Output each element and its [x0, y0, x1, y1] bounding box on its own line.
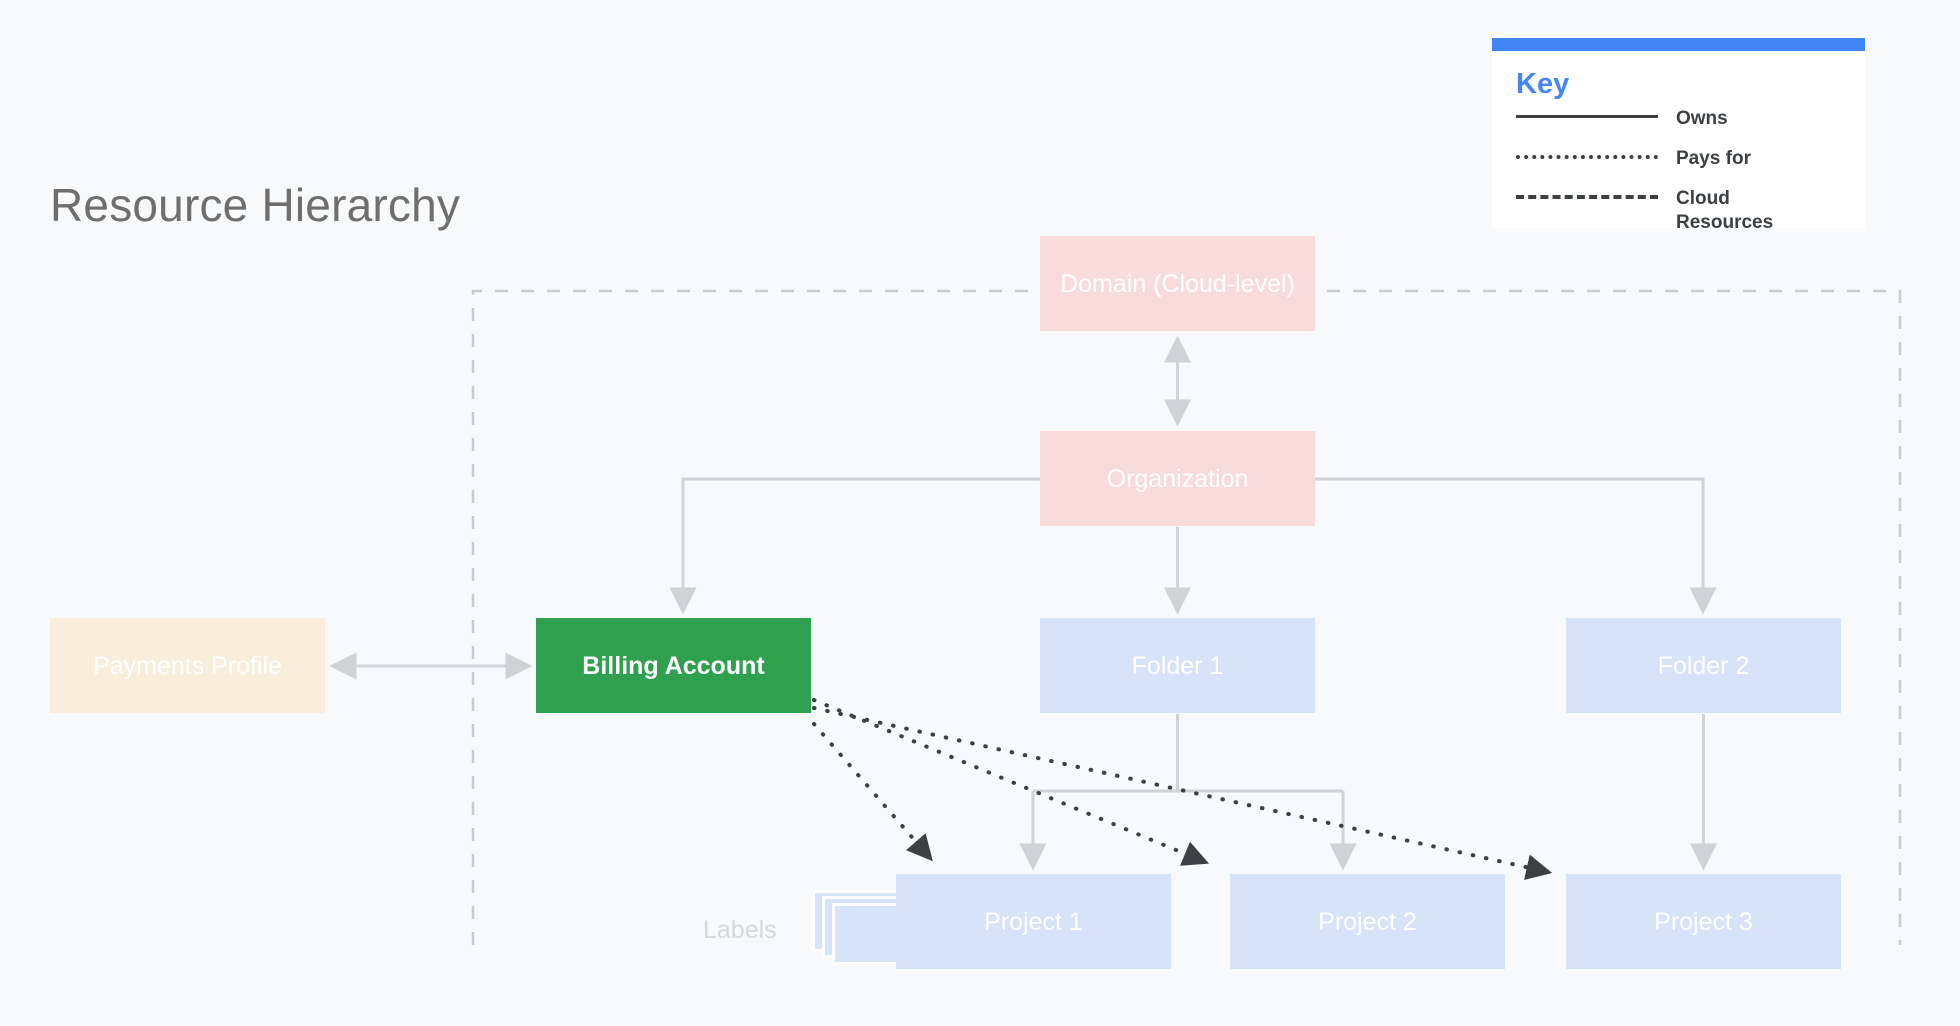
node-payments-profile[interactable]: Payments Profile: [50, 618, 325, 713]
node-billing-account[interactable]: Billing Account: [536, 618, 811, 713]
node-label-folder-2: Folder 2: [1657, 651, 1750, 680]
node-project-1[interactable]: Project 1: [896, 874, 1171, 969]
edge-billing-project3: [812, 706, 1553, 880]
edge-billing-project1: [812, 722, 933, 862]
edge-folder1-projects: [1019, 714, 1357, 871]
node-domain[interactable]: Domain (Cloud-level): [1040, 236, 1315, 331]
node-label-billing-account: Billing Account: [582, 651, 765, 680]
legend-row-pays-for: Pays for: [1516, 147, 1841, 179]
solid-line-icon: [1516, 107, 1658, 127]
node-label-project-3: Project 3: [1654, 907, 1753, 936]
node-label-organization: Organization: [1106, 464, 1249, 493]
node-label-project-1: Project 1: [984, 907, 1083, 936]
legend-body: Key Owns Pays for Cloud Resources: [1492, 51, 1865, 247]
legend-accent-bar: [1492, 38, 1865, 51]
node-project-2[interactable]: Project 2: [1230, 874, 1505, 969]
page-title: Resource Hierarchy: [50, 179, 461, 231]
edge-organization-folder2: [1315, 477, 1717, 615]
dashed-line-icon: [1516, 187, 1658, 207]
node-folder-2[interactable]: Folder 2: [1566, 618, 1841, 713]
edge-organization-billing-account: [669, 477, 1040, 615]
node-label-payments-profile: Payments Profile: [93, 651, 282, 680]
legend-key: Key Owns Pays for Cloud Resources: [1492, 38, 1865, 233]
node-folder-1[interactable]: Folder 1: [1040, 618, 1315, 713]
labels-caption: Labels: [703, 916, 777, 944]
node-organization[interactable]: Organization: [1040, 431, 1315, 526]
node-label-project-2: Project 2: [1318, 907, 1417, 936]
edge-billing-project2: [812, 698, 1210, 866]
legend-label-owns: Owns: [1676, 108, 1728, 130]
node-label-folder-1: Folder 1: [1131, 651, 1224, 680]
legend-label-pays-for: Pays for: [1676, 148, 1751, 170]
dotted-line-icon: [1516, 147, 1658, 167]
legend-row-owns: Owns: [1516, 107, 1841, 139]
node-project-3[interactable]: Project 3: [1566, 874, 1841, 969]
legend-label-cloud-resources: Cloud Resources: [1676, 188, 1774, 233]
node-label-domain: Domain (Cloud-level): [1060, 269, 1295, 298]
legend-title: Key: [1516, 68, 1570, 100]
legend-row-cloud-resources: Cloud Resources: [1516, 187, 1841, 233]
